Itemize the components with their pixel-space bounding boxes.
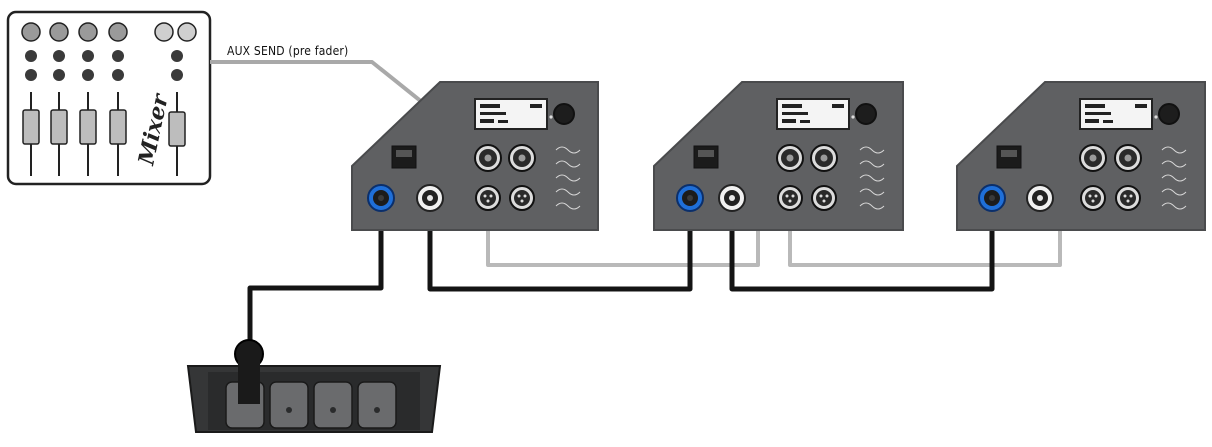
- aux-send-label: AUX SEND (pre fader): [227, 44, 349, 58]
- mixer: Mixer: [6, 10, 212, 186]
- power-distributor: [186, 339, 442, 433]
- speaker-1-panel: [351, 81, 599, 231]
- mixer-faders: [22, 92, 186, 176]
- speaker-2-panel: [653, 81, 904, 231]
- mixer-knobs: [21, 22, 197, 42]
- power-link-cables: [247, 205, 995, 350]
- speaker-3-panel: [956, 81, 1206, 231]
